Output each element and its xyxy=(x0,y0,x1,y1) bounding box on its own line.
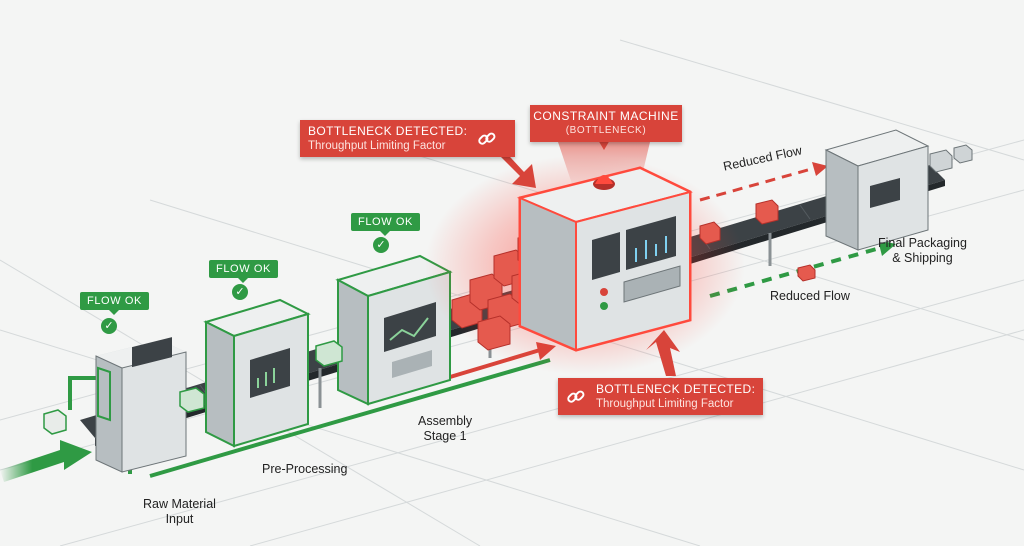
final-flow-arrowhead xyxy=(878,240,896,256)
check-icon: ✓ xyxy=(373,237,389,253)
label-final-packaging: Final Packaging & Shipping xyxy=(878,236,967,266)
broken-chain-icon xyxy=(567,390,585,403)
machine-assembly-stage-1 xyxy=(335,254,453,406)
alert-bottom-title: BOTTLENECK DETECTED: xyxy=(596,382,756,396)
flow-ok-badge-1-text: FLOW OK xyxy=(87,295,142,307)
flow-ok-badge-2-text: FLOW OK xyxy=(216,263,271,275)
flow-ok-badge-1: FLOW OK xyxy=(80,292,149,315)
green-boxes xyxy=(43,340,343,435)
broken-chain-icon xyxy=(478,132,496,145)
label-pre-processing: Pre-Processing xyxy=(262,462,348,476)
check-icon: ✓ xyxy=(101,318,117,334)
flow-ok-badge-3-text: FLOW OK xyxy=(358,216,413,228)
bottleneck-alert-bottom: BOTTLENECK DETECTED: Throughput Limiting… xyxy=(558,378,764,415)
machine-raw-material xyxy=(95,337,187,473)
label-raw-material: Raw Material Input xyxy=(143,497,216,527)
machine-final-packaging xyxy=(824,129,973,251)
alert-top-subtitle: Throughput Limiting Factor xyxy=(308,140,446,152)
label-assembly-line2: Stage 1 xyxy=(423,429,467,443)
machine-pre-processing xyxy=(203,298,311,448)
alert-bottom-subtitle: Throughput Limiting Factor xyxy=(596,398,734,410)
label-assembly-stage-1: Assembly Stage 1 xyxy=(418,414,472,444)
input-arrow xyxy=(0,440,92,482)
constraint-pointer xyxy=(598,140,610,150)
bottleneck-alert-top: BOTTLENECK DETECTED: Throughput Limiting… xyxy=(300,120,516,157)
alert-bottom-pointer xyxy=(646,330,680,376)
label-final-packaging-line2: & Shipping xyxy=(892,251,953,265)
reduced-flow-upper-arrowhead xyxy=(812,162,828,176)
reduced-flow-upper xyxy=(699,166,816,202)
label-raw-material-line1: Raw Material xyxy=(143,497,216,511)
constraint-machine xyxy=(516,166,693,352)
flow-ok-badge-3: FLOW OK xyxy=(351,213,420,236)
label-final-packaging-line1: Final Packaging xyxy=(878,236,967,250)
constraint-title: CONSTRAINT MACHINE xyxy=(533,109,679,123)
alert-top-title: BOTTLENECK DETECTED: xyxy=(308,124,468,138)
label-assembly-line1: Assembly xyxy=(418,414,473,428)
check-icon: ✓ xyxy=(232,284,248,300)
constraint-machine-label: CONSTRAINT MACHINE (BOTTLENECK) xyxy=(530,105,682,142)
label-raw-material-line2: Input xyxy=(165,512,194,526)
constraint-subtitle: (BOTTLENECK) xyxy=(565,125,647,136)
flow-ok-badge-2: FLOW OK xyxy=(209,260,278,283)
reduced-flow-label-lower: Reduced Flow xyxy=(770,289,850,303)
